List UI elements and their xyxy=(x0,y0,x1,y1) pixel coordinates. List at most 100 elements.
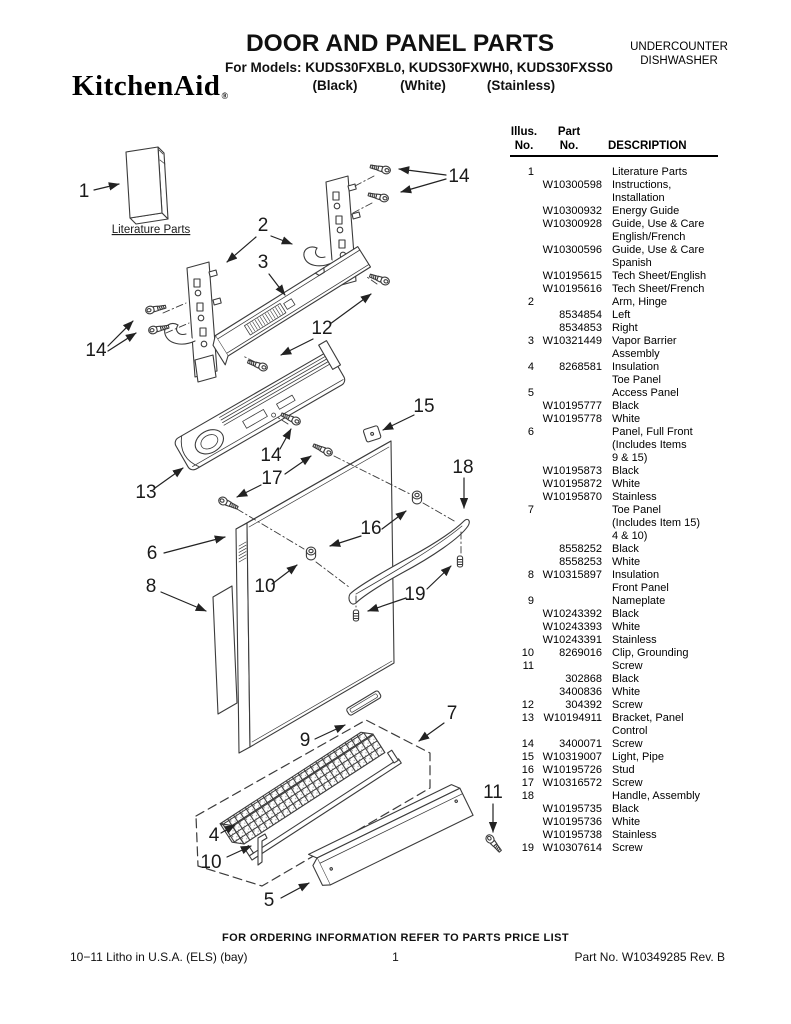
callout-12: 12 xyxy=(311,318,332,339)
illus-no-cell xyxy=(510,218,534,244)
description-cell: Light, Pipe xyxy=(612,751,664,763)
parts-table-row: W10195738 Stainless xyxy=(510,829,718,842)
part-no-cell: W10195873 xyxy=(542,465,602,477)
left-hinge-arm xyxy=(164,261,222,383)
page-number: 1 xyxy=(392,950,399,964)
toe-panel-outline xyxy=(195,719,431,887)
parts-table-row: 17 W10316572 Screw xyxy=(510,777,718,790)
description-cell: Guide, Use & Care English/French xyxy=(612,218,705,243)
illus-no-cell xyxy=(510,634,534,647)
part-no-cell: W10315897 xyxy=(542,569,602,581)
illus-no-cell: 2 xyxy=(527,296,534,308)
parts-table-row: 8558253 White xyxy=(510,556,718,569)
illus-no-cell: 19 xyxy=(521,842,534,854)
description-cell: Guide, Use & Care Spanish xyxy=(612,244,705,269)
part-no-cell: W10195870 xyxy=(542,491,602,503)
part-no-cell: 8268581 xyxy=(559,361,602,373)
part-no-cell: W10195738 xyxy=(542,829,602,841)
callout-18: 18 xyxy=(452,457,473,478)
callout-6: 6 xyxy=(147,543,158,564)
part-no-cell: 8534854 xyxy=(559,309,602,321)
illus-no-cell xyxy=(510,283,534,296)
description-cell: Vapor Barrier Assembly xyxy=(612,335,677,360)
illus-no-cell xyxy=(510,322,534,335)
part-no-cell: W10195872 xyxy=(542,478,602,490)
callout-14-left-hinge: 14 xyxy=(85,340,107,361)
column-header-illus-no: Illus. No. xyxy=(510,126,538,152)
models-line: For Models: KUDS30FXBL0, KUDS30FXWH0, KU… xyxy=(225,60,613,75)
door-panel xyxy=(235,440,395,754)
callout-13: 13 xyxy=(135,482,156,503)
callout-15: 15 xyxy=(413,396,434,417)
column-header-description: DESCRIPTION xyxy=(608,139,687,152)
parts-table-row: W10243393 White xyxy=(510,621,718,634)
illus-no-cell: 16 xyxy=(521,764,534,776)
callout-10-clip: 10 xyxy=(200,852,221,873)
parts-table-row: W10300932 Energy Guide xyxy=(510,205,718,218)
part-no-cell: W10195616 xyxy=(542,283,602,295)
illus-no-cell xyxy=(510,686,534,699)
description-cell: Access Panel xyxy=(612,387,679,399)
description-cell: Tech Sheet/English xyxy=(612,270,707,282)
part-no-cell: W10195615 xyxy=(542,270,602,282)
description-cell: Insulation Front Panel xyxy=(612,569,669,594)
illus-no-cell xyxy=(510,244,534,270)
callout-1: 1 xyxy=(79,181,90,202)
illus-no-cell: 9 xyxy=(527,595,534,607)
part-no-cell: W10243391 xyxy=(542,634,602,646)
access-panel-screw xyxy=(483,832,504,855)
illus-no-cell xyxy=(510,556,534,569)
illus-no-cell xyxy=(510,816,534,829)
literature-parts-book xyxy=(125,146,169,225)
parts-table-row: W10300598 Instructions, Installation xyxy=(510,179,718,205)
parts-table-row: 8534853 Right xyxy=(510,322,718,335)
part-no-cell: 8558253 xyxy=(559,556,602,568)
vapor-barrier xyxy=(212,246,372,366)
illus-no-cell: 1 xyxy=(527,166,534,178)
callout-17: 17 xyxy=(261,468,282,489)
parts-table-row: W10195777 Black xyxy=(510,400,718,413)
toe-panel-insulation xyxy=(219,731,386,845)
illus-no-cell: 17 xyxy=(521,777,534,789)
front-insulation-sheet xyxy=(212,585,238,715)
parts-table-row: W10195616 Tech Sheet/French xyxy=(510,283,718,296)
description-cell: Screw xyxy=(612,777,643,789)
part-no-cell: W10300928 xyxy=(542,218,602,230)
illus-no-cell xyxy=(510,413,534,426)
illus-no-cell xyxy=(510,400,534,413)
illus-no-cell: 3 xyxy=(527,335,534,347)
litho-info: 10−11 Litho in U.S.A. (ELS) (bay) xyxy=(70,950,248,964)
parts-table-row: 8534854 Left xyxy=(510,309,718,322)
callout-14-console: 14 xyxy=(260,445,282,466)
description-cell: Stainless xyxy=(612,634,657,646)
illus-no-cell xyxy=(510,621,534,634)
part-no-cell: 8269016 xyxy=(559,647,602,659)
parts-table-row: W10195778 White xyxy=(510,413,718,426)
part-no-cell: W10195735 xyxy=(542,803,602,815)
description-cell: Left xyxy=(612,309,631,321)
description-cell: Bracket, Panel Control xyxy=(612,712,684,737)
nameplate xyxy=(346,690,382,716)
illus-no-cell xyxy=(510,491,534,504)
part-no-cell: 3400836 xyxy=(559,686,602,698)
part-no-cell: W10319007 xyxy=(542,751,602,763)
description-cell: Screw xyxy=(612,660,643,672)
finish-stainless: (Stainless) xyxy=(486,78,556,93)
illus-no-cell: 15 xyxy=(521,751,534,763)
description-cell: White xyxy=(612,621,641,633)
part-no-cell xyxy=(534,790,602,803)
illus-no-cell: 8 xyxy=(527,569,534,581)
parts-table-row: 10 8269016 Clip, Grounding xyxy=(510,647,718,660)
stud-left xyxy=(305,546,317,561)
illus-no-cell xyxy=(510,270,534,283)
description-cell: White xyxy=(612,816,641,828)
part-no-cell: W10307614 xyxy=(542,842,602,854)
kitchenaid-logo: KitchenAid® xyxy=(72,70,228,103)
parts-table-row: 11 Screw xyxy=(510,660,718,673)
part-no-cell: W10300598 xyxy=(542,179,602,191)
description-cell: Panel, Full Front (Includes Items 9 & 15… xyxy=(612,426,693,464)
callout-7: 7 xyxy=(447,703,458,724)
illus-no-cell xyxy=(510,179,534,205)
parts-table-row: 9 Nameplate xyxy=(510,595,718,608)
vapor-barrier-screw-top xyxy=(368,271,391,287)
